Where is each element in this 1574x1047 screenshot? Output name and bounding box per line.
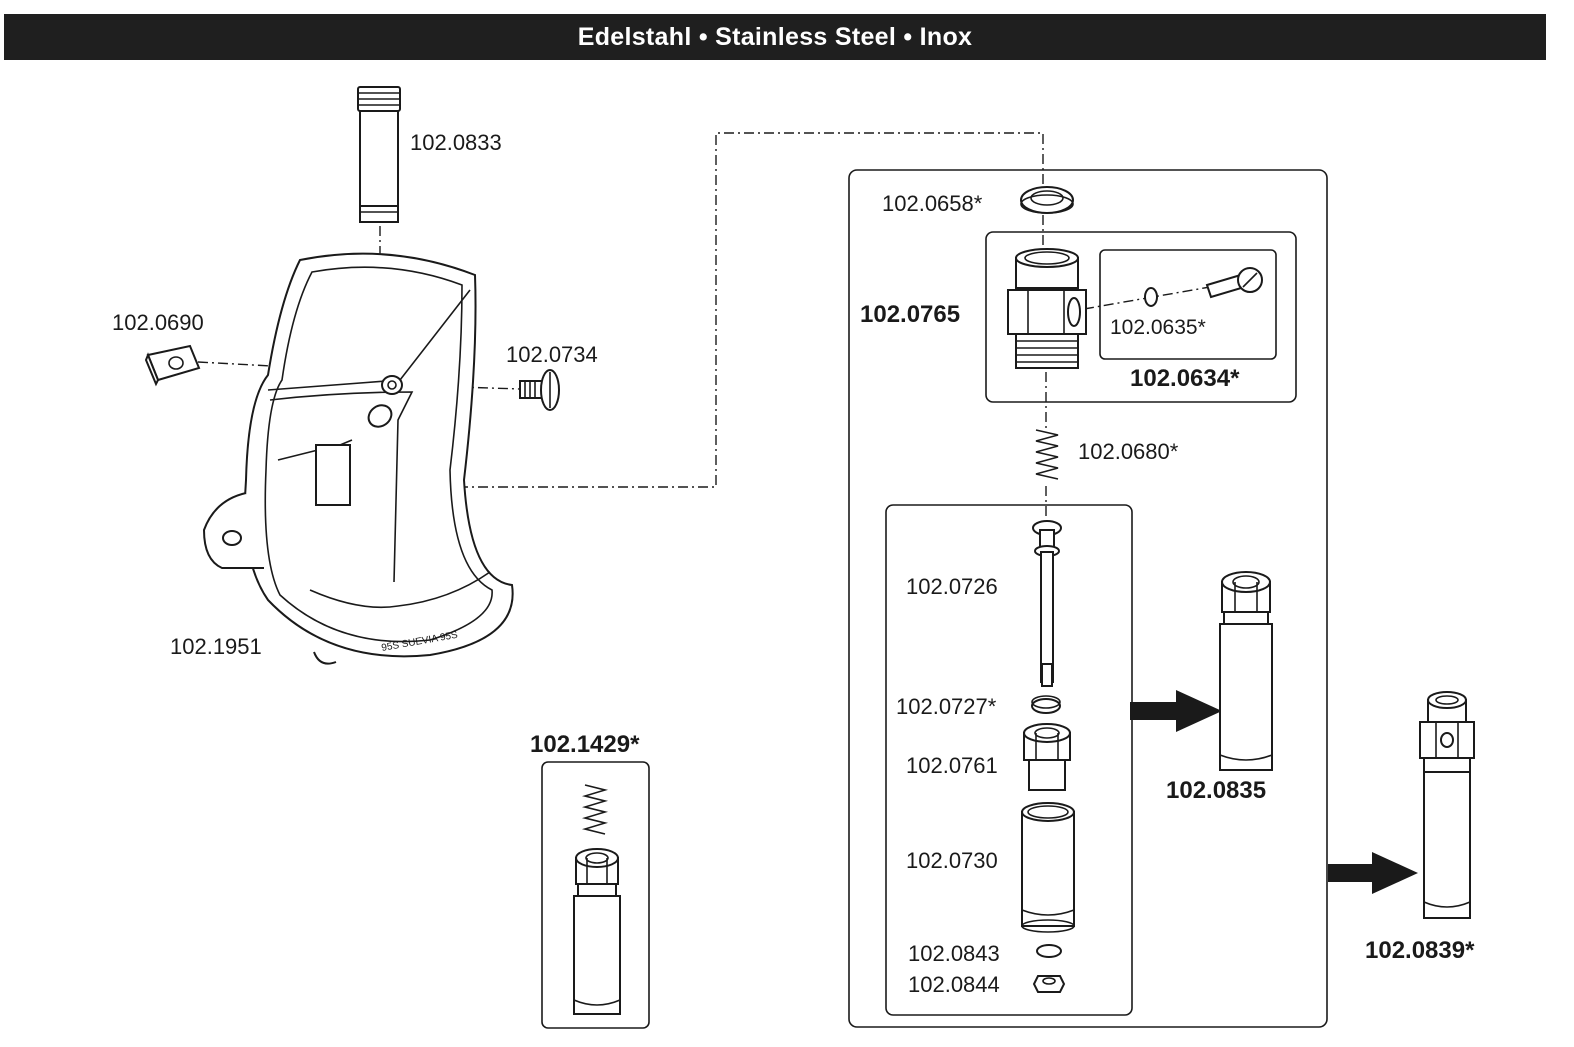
- cartridge-0839: [1419, 691, 1475, 919]
- nut-plate-0690: [144, 344, 201, 387]
- label-0727: 102.0727*: [896, 694, 997, 719]
- fitting-subframe-0765: [985, 231, 1297, 403]
- label-0835: 102.0835: [1166, 777, 1266, 804]
- ring-0727: [1031, 695, 1061, 714]
- label-0734: 102.0734: [506, 342, 598, 367]
- page-title: Edelstahl • Stainless Steel • Inox: [577, 22, 973, 51]
- label-0844: 102.0844: [908, 972, 1000, 997]
- bleed-screw-0634: [1205, 267, 1263, 299]
- nut-0844: [1032, 975, 1066, 993]
- label-0761: 102.0761: [906, 753, 998, 778]
- washer-0843: [1036, 944, 1062, 958]
- fitting-0765: [1007, 248, 1087, 369]
- label-0765: 102.0765: [860, 301, 960, 328]
- kit-frame-1429: [541, 761, 650, 1029]
- pipe-nipple-0833: [357, 86, 401, 223]
- screw-kit-frame-0634: [1099, 249, 1277, 360]
- label-0635: 102.0635*: [1110, 316, 1206, 339]
- label-0839: 102.0839*: [1365, 937, 1475, 964]
- label-0843: 102.0843: [908, 941, 1000, 966]
- washer-0658: [1020, 186, 1074, 214]
- arrow-to-0835: [1130, 690, 1222, 732]
- label-0690: 102.0690: [112, 310, 204, 335]
- nut-body-0761: [1023, 723, 1071, 791]
- arrow-to-0839: [1328, 852, 1418, 894]
- label-0634: 102.0634*: [1130, 365, 1240, 392]
- cartridge-subframe: [885, 504, 1133, 1016]
- label-0833: 102.0833: [410, 130, 502, 155]
- oring-0635: [1144, 287, 1158, 307]
- valve-assembly-frame: [848, 169, 1328, 1028]
- label-0730: 102.0730: [906, 848, 998, 873]
- stem-0726: [1032, 520, 1062, 687]
- spring-0680: [1035, 429, 1059, 480]
- spring-1429: [581, 784, 609, 835]
- sleeve-0730: [1021, 802, 1075, 933]
- cartridge-1429: [573, 848, 621, 1015]
- header-banner: Edelstahl • Stainless Steel • Inox: [4, 14, 1546, 60]
- housing-1951: 95S SUEVIA 95S: [202, 252, 514, 665]
- label-0680: 102.0680*: [1078, 439, 1179, 464]
- screw-0734: [519, 369, 560, 411]
- label-1951: 102.1951: [170, 634, 262, 659]
- label-0726: 102.0726: [906, 574, 998, 599]
- label-1429: 102.1429*: [530, 731, 640, 758]
- cartridge-0835: [1219, 571, 1273, 771]
- label-0658: 102.0658*: [882, 191, 983, 216]
- part-labels: 102.0833 102.0690 102.0734 102.1951 102.…: [112, 130, 1475, 997]
